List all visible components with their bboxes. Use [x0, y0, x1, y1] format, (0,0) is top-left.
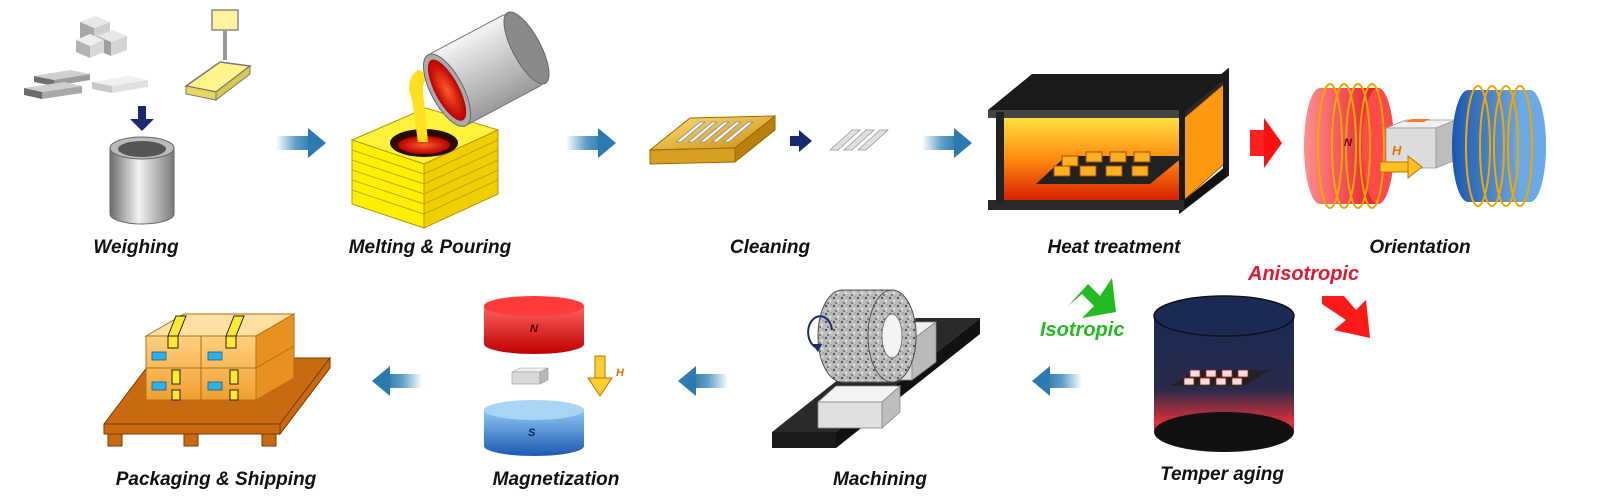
- red-flow-arrow: [1250, 118, 1282, 168]
- anisotropic-arrow: [1322, 296, 1370, 338]
- flow-arrow-3: [922, 128, 972, 158]
- temper-oven-illustration: [1153, 295, 1295, 452]
- boxes-icon: [144, 313, 296, 401]
- south-coil-icon: [1452, 85, 1546, 207]
- parts-in-furnace-icon: [1053, 151, 1151, 177]
- step-label-heat-treatment: Heat treatment: [1047, 237, 1181, 258]
- melting-illustration: [350, 11, 550, 229]
- rotation-arrow-icon: [807, 315, 833, 352]
- small-arrow-icon: [790, 130, 812, 152]
- flow-arrow-2: [566, 128, 616, 158]
- magnet-south-label: S: [528, 427, 536, 439]
- metal-cubes-icon: [76, 16, 127, 58]
- step-label-melting: Melting & Pouring: [349, 237, 512, 258]
- step-label-orientation: Orientation: [1369, 237, 1470, 258]
- packaging-illustration: [102, 313, 332, 447]
- magnet-north-label: N: [530, 323, 539, 335]
- north-pole-label: N: [1344, 137, 1353, 149]
- step-label-machining: Machining: [833, 469, 927, 490]
- flow-arrow-1: [276, 128, 326, 158]
- anisotropic-label: Anisotropic: [1247, 263, 1359, 285]
- orientation-illustration: N H: [1304, 83, 1546, 209]
- crucible-icon: [109, 136, 175, 225]
- molten-stream-icon: [409, 70, 430, 142]
- weighing-illustration: [24, 9, 252, 225]
- furnace-illustration: [988, 67, 1229, 215]
- field-h-label: H: [1392, 143, 1402, 158]
- grinding-wheel-icon: [817, 289, 917, 383]
- step-label-weighing: Weighing: [93, 237, 179, 258]
- cast-plate-icon: [648, 114, 777, 165]
- south-pole-disc-icon: S: [484, 400, 584, 456]
- flow-arrow-6: [372, 366, 422, 396]
- magnet-part-icon: [511, 367, 549, 385]
- field-arrow-icon: [587, 355, 613, 397]
- machining-illustration: [772, 289, 980, 448]
- ladle-icon: [423, 11, 550, 127]
- flow-arrow-5: [678, 366, 728, 396]
- isotropic-label: Isotropic: [1040, 319, 1124, 341]
- cleaning-illustration: [648, 114, 890, 165]
- step-label-temper-aging: Temper aging: [1160, 464, 1284, 485]
- magnetizer-illustration: N H S: [484, 296, 625, 456]
- north-pole-disc-icon: N: [484, 296, 584, 354]
- magnet-field-label: H: [616, 367, 625, 379]
- flow-arrow-4: [1032, 366, 1082, 396]
- down-arrow-icon: [130, 106, 154, 131]
- step-label-packaging: Packaging & Shipping: [116, 469, 317, 490]
- step-label-cleaning: Cleaning: [730, 237, 811, 258]
- scale-icon: [184, 9, 252, 102]
- north-coil-icon: N: [1304, 83, 1394, 209]
- aging-parts-icon: [1183, 369, 1249, 386]
- metal-bars-icon: [24, 70, 148, 99]
- cleaned-bars-icon: [828, 129, 890, 151]
- step-label-magnetization: Magnetization: [493, 469, 620, 490]
- isotropic-arrow: [1068, 278, 1116, 318]
- oriented-part-icon: H: [1379, 119, 1457, 180]
